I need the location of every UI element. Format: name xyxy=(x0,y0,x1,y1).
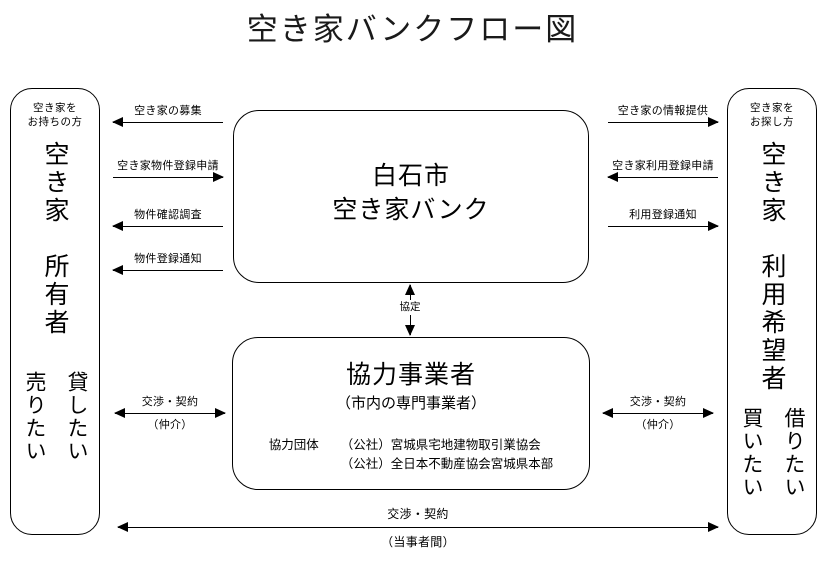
arrowhead-left-icon xyxy=(607,171,618,182)
arrow-label: 物件登録通知 xyxy=(134,253,202,265)
left-party-role-text: 空き家 所有者 xyxy=(41,141,69,337)
partner-group-item: （公社）全日本不動産協会宮城県本部 xyxy=(340,457,554,471)
partner-title: 協力事業者 xyxy=(345,361,476,389)
arrow-label: 物件確認調査 xyxy=(134,209,202,221)
arrow-label: 空き家利用登録申請 xyxy=(612,160,714,172)
arrowhead-right-icon xyxy=(213,171,224,182)
right-party-heading-line2: お探し方 xyxy=(750,116,794,128)
arrow-sublabel: （仲介） xyxy=(635,419,681,431)
right-party-heading-line1: 空き家を xyxy=(750,102,794,114)
arrowhead-right-icon xyxy=(708,521,719,532)
left-party-wish-lend: 貸したい xyxy=(65,371,88,463)
right-party-wish-buy: 買いたい xyxy=(740,407,763,499)
arrow-label: 空き家物件登録申請 xyxy=(117,160,219,172)
arrow-sublabel: （当事者間） xyxy=(381,535,455,549)
arrow-label: 空き家の情報提供 xyxy=(617,105,709,117)
arrow-label: 交渉・契約 xyxy=(141,396,199,408)
arrowhead-right-icon xyxy=(215,407,226,418)
partner-group-list: （公社）宮城県宅地建物取引業協会 （公社）全日本不動産協会宮城県本部 xyxy=(341,436,554,474)
arrow-sublabel: （仲介） xyxy=(147,419,193,431)
left-party-box: 空き家を お持ちの方 空き家 所有者 貸したい 売りたい xyxy=(10,88,100,535)
arrow-label: 交渉・契約 xyxy=(387,507,449,521)
arrowhead-right-icon xyxy=(708,220,719,231)
arrowhead-right-icon xyxy=(708,116,719,127)
left-party-wish-sell: 売りたい xyxy=(23,371,46,463)
partner-group-label: 協力団体 xyxy=(268,438,319,452)
arrow-agreement: 協定 xyxy=(396,284,424,336)
akiya-bank-line2: 空き家バンク xyxy=(332,196,490,224)
arrowhead-left-icon xyxy=(602,407,613,418)
right-party-wish-rent: 借りたい xyxy=(782,407,805,499)
arrowhead-left-icon xyxy=(114,407,125,418)
akiya-bank-box: 白石市 空き家バンク xyxy=(233,110,589,283)
arrowhead-right-icon xyxy=(703,407,714,418)
partner-box: 協力事業者 （市内の専門事業者） 協力団体 （公社）宮城県宅地建物取引業協会 （… xyxy=(232,337,590,490)
arrowhead-down-icon xyxy=(404,325,415,336)
akiya-bank-line1: 白石市 xyxy=(371,162,450,190)
arrowhead-left-icon xyxy=(117,521,128,532)
arrow-label: 交渉・契約 xyxy=(629,396,687,408)
partner-subtitle: （市内の専門事業者） xyxy=(335,395,486,412)
arrowhead-left-icon xyxy=(112,220,123,231)
partner-group-item: （公社）宮城県宅地建物取引業協会 xyxy=(340,438,541,452)
left-party-heading: 空き家を お持ちの方 xyxy=(11,101,99,129)
arrowhead-left-icon xyxy=(112,264,123,275)
right-party-heading: 空き家を お探し方 xyxy=(728,101,816,129)
right-party-role: 空き家 利用希望者 xyxy=(728,141,816,396)
right-party-role-text: 空き家 利用希望者 xyxy=(758,141,786,393)
left-party-heading-line1: 空き家を xyxy=(33,102,77,114)
arrowhead-left-icon xyxy=(112,116,123,127)
right-party-wishes: 借りたい 買いたい xyxy=(728,407,816,527)
right-party-box: 空き家を お探し方 空き家 利用希望者 借りたい 買いたい xyxy=(727,88,817,535)
arrow-label: 利用登録通知 xyxy=(629,209,697,221)
page-title: 空き家バンクフロー図 xyxy=(246,12,579,47)
arrow-label: 空き家の募集 xyxy=(134,105,202,117)
partner-groups: 協力団体 （公社）宮城県宅地建物取引業協会 （公社）全日本不動産協会宮城県本部 xyxy=(233,436,589,474)
left-party-heading-line2: お持ちの方 xyxy=(27,116,83,128)
arrow-label: 協定 xyxy=(396,300,424,315)
left-party-role: 空き家 所有者 xyxy=(11,141,99,351)
left-party-wishes: 貸したい 売りたい xyxy=(11,371,99,499)
arrowhead-up-icon xyxy=(404,284,415,295)
